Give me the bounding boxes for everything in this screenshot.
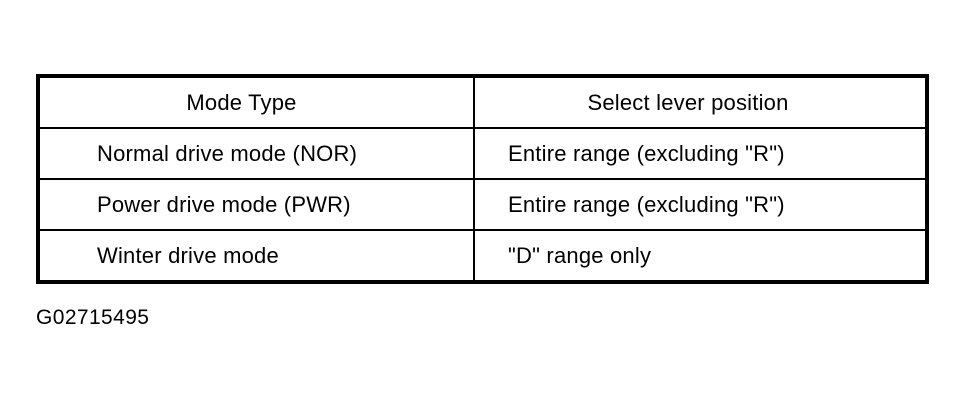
mode-type-figure: Mode Type Select lever position Normal d… — [36, 74, 929, 284]
figure-id-caption: G02715495 — [36, 306, 150, 329]
table-row: Normal drive mode (NOR) Entire range (ex… — [37, 127, 928, 180]
cell-mode-type: Winter drive mode — [37, 229, 475, 283]
cell-select-lever-position: Entire range (excluding "R") — [473, 127, 928, 180]
table-row: Power drive mode (PWR) Entire range (exc… — [37, 178, 928, 231]
cell-select-lever-position: "D" range only — [473, 229, 928, 283]
cell-select-lever-position: Entire range (excluding "R") — [473, 178, 928, 231]
table-header-row: Mode Type Select lever position — [37, 75, 928, 129]
column-header-mode-type: Mode Type — [37, 75, 475, 129]
column-header-select-lever-position: Select lever position — [473, 75, 928, 129]
table-row: Winter drive mode "D" range only — [37, 229, 928, 283]
mode-type-table: Mode Type Select lever position Normal d… — [36, 74, 929, 284]
cell-mode-type: Normal drive mode (NOR) — [37, 127, 475, 180]
cell-mode-type: Power drive mode (PWR) — [37, 178, 475, 231]
